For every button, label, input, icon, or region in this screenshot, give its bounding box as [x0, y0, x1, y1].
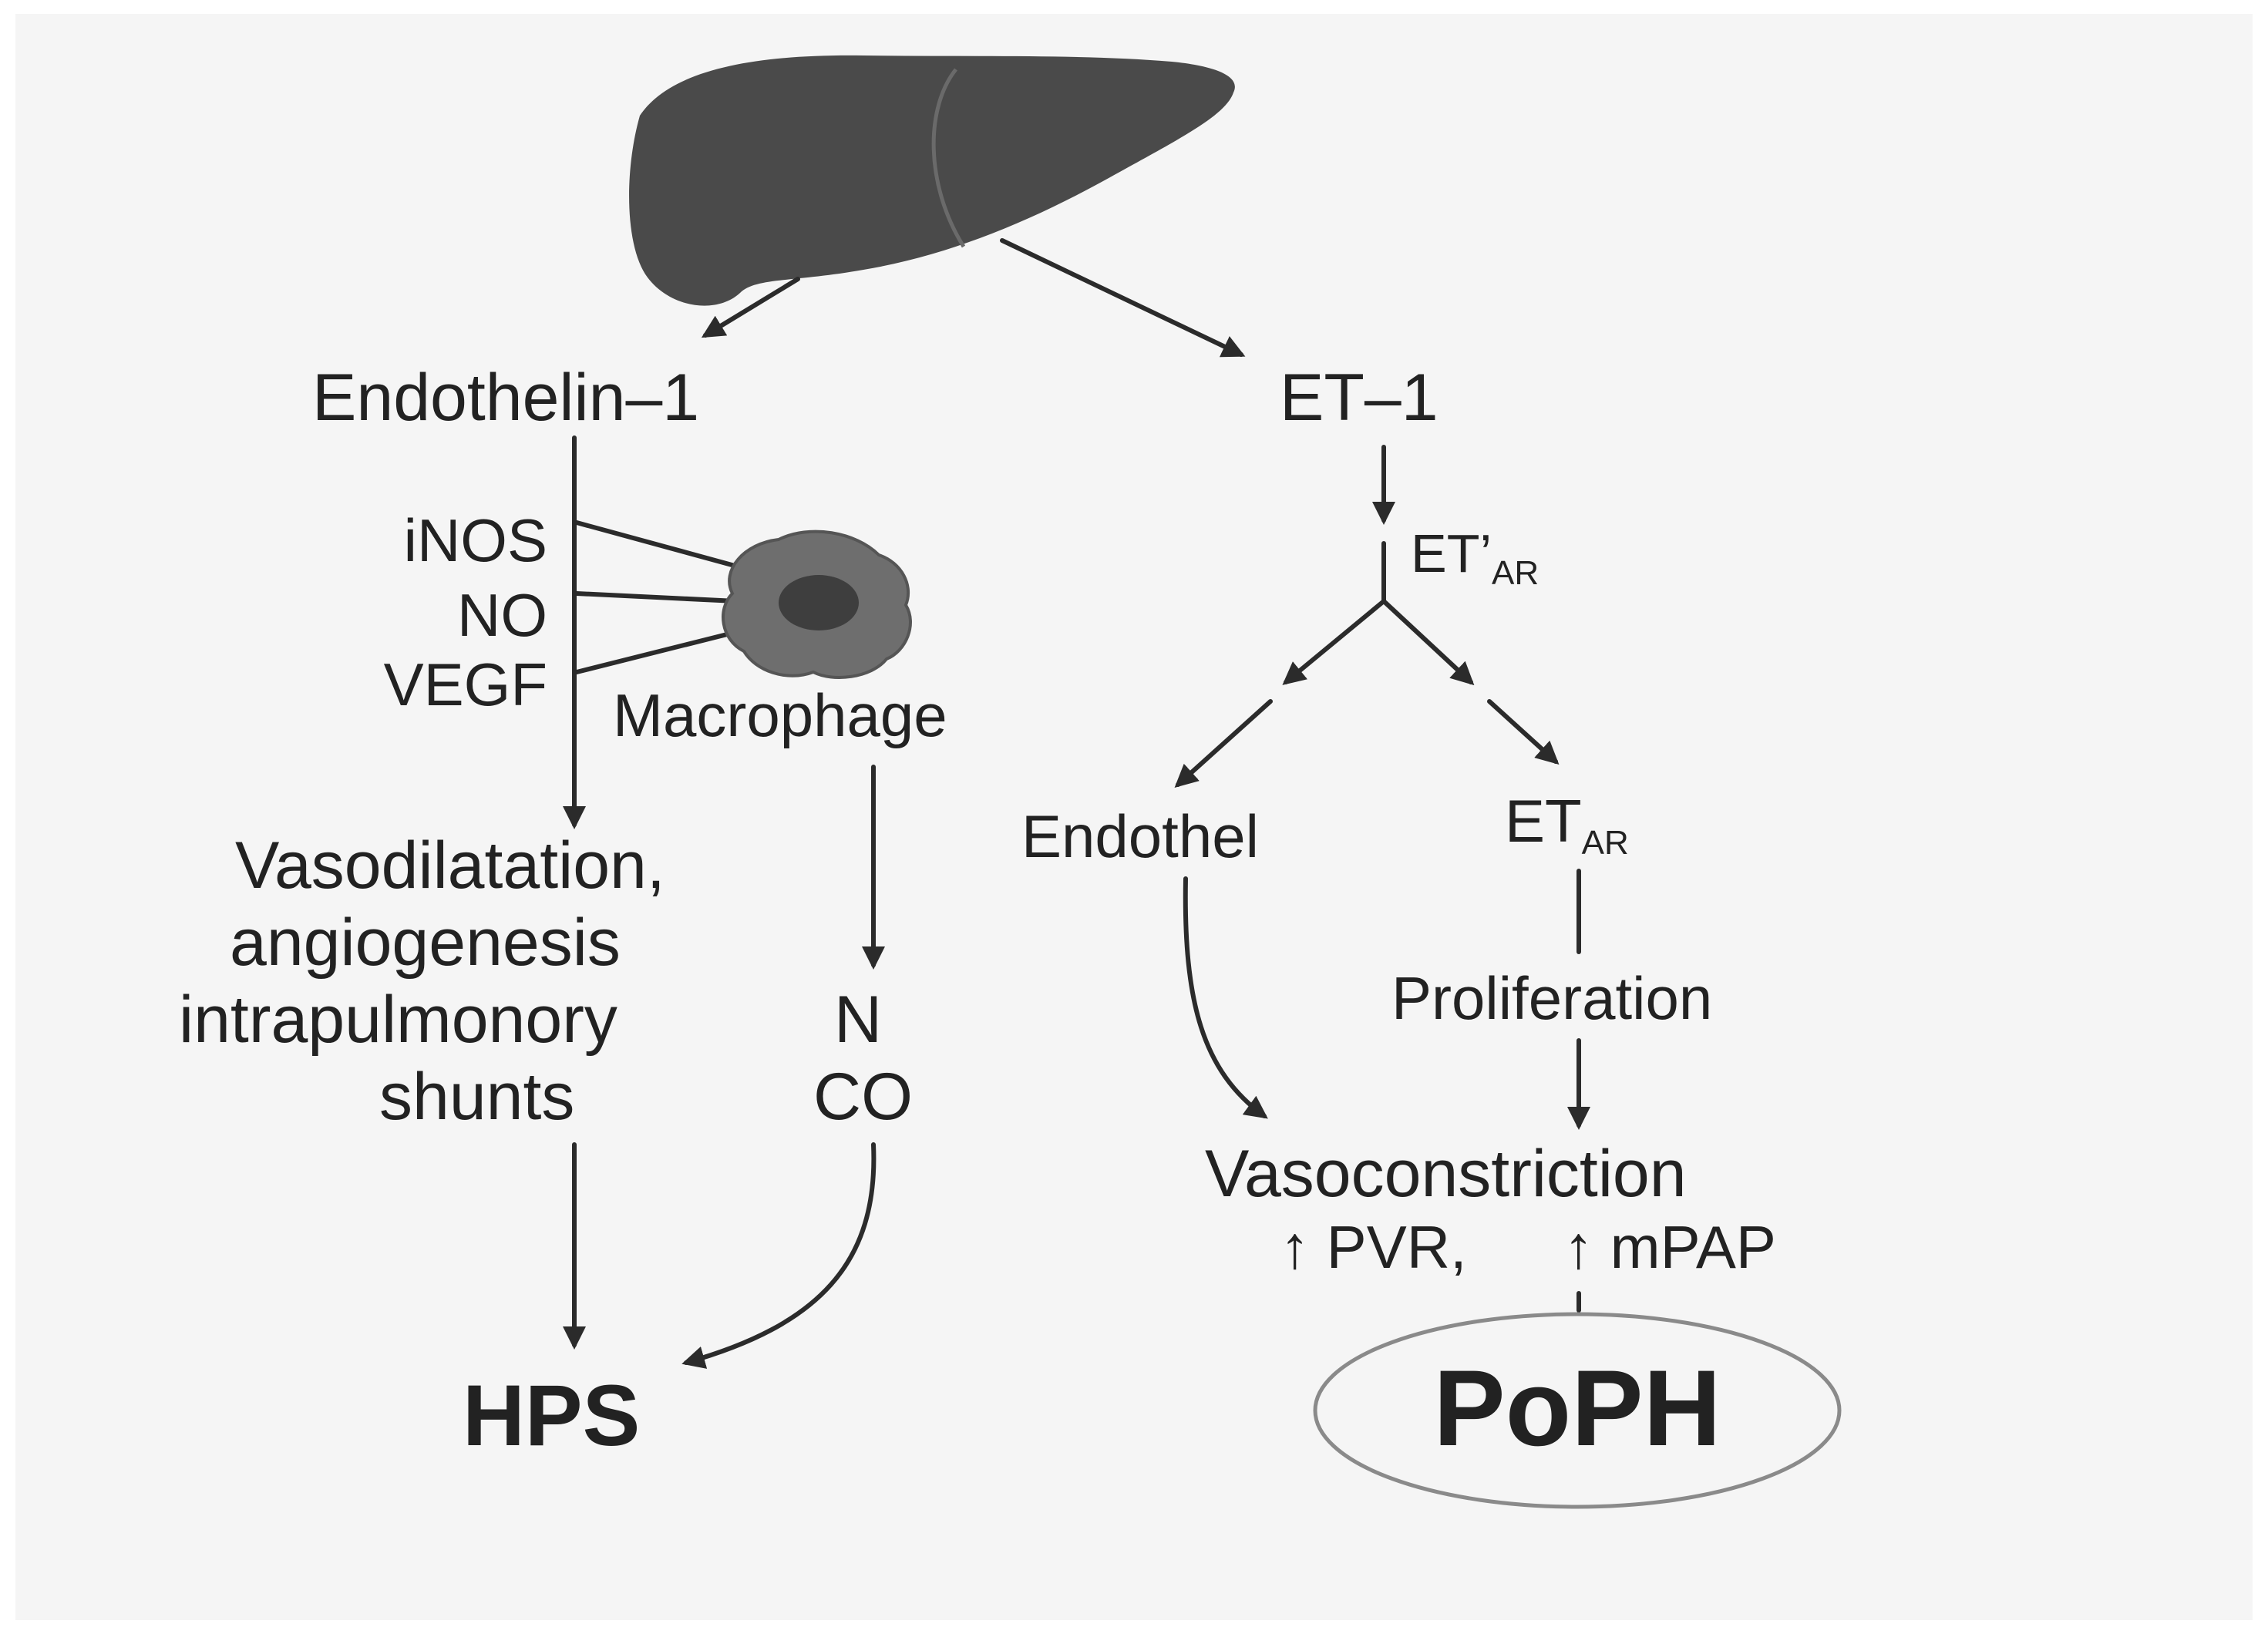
receptor-arrow [1487, 699, 1560, 765]
proliferation-label: Proliferation [1391, 964, 1712, 1032]
liver-lobe-line [931, 68, 966, 248]
endothel-arrow [1174, 699, 1273, 788]
connector-vegf [574, 626, 754, 674]
endothel-to-vasoconstriction-arrow [1183, 876, 1268, 1119]
co-to-hps-arrow [681, 1142, 877, 1369]
connector-inos [574, 520, 754, 573]
receptor-base: ET [1505, 787, 1582, 855]
mediator-inos: iNOS [404, 506, 547, 574]
macrophage-nucleus [779, 575, 859, 630]
effect-line-1: Vasodilatation, [235, 829, 665, 903]
poph-label: PoPH [1433, 1347, 1721, 1468]
endothelin-label: Endothelin–1 [312, 361, 699, 435]
hps-label: HPS [463, 1367, 640, 1464]
arrow-liver-to-endothelin [701, 277, 800, 338]
receptor-prime-sub: AR [1492, 554, 1539, 592]
pvr-marker: ↑ PVR, [1280, 1213, 1467, 1281]
product-n: N [834, 983, 882, 1057]
receptor-prime-base: ET’ [1411, 523, 1492, 583]
popf-ellipse [1313, 1312, 1842, 1509]
receptor-label: ETAR [1505, 787, 1629, 862]
macrophage-icon [722, 530, 912, 679]
liver-icon [629, 55, 1235, 306]
endothel-label: Endothel [1021, 802, 1259, 870]
effect-line-2: angiogenesis [230, 906, 621, 980]
background-panel [15, 14, 2253, 1620]
arrow-liver-to-et1 [1000, 238, 1246, 358]
product-co: CO [813, 1060, 913, 1134]
effect-line-3: intrapulmonory [179, 983, 617, 1057]
connector-no [574, 591, 739, 604]
macrophage-label: Macrophage [613, 681, 947, 749]
fork-arrow-right [1381, 599, 1475, 686]
et1-label: ET–1 [1280, 361, 1439, 435]
fork-arrow-left [1282, 599, 1386, 685]
receptor-sub: AR [1582, 824, 1629, 862]
mediator-no: NO [457, 581, 547, 649]
mpap-marker: ↑ mPAP [1563, 1213, 1776, 1281]
mediator-vegf: VEGF [384, 651, 547, 718]
receptor-prime-label: ET’AR [1411, 523, 1539, 592]
effect-line-4: shunts [379, 1060, 574, 1134]
vasoconstriction-label: Vasoconstriction [1205, 1137, 1687, 1211]
liver-shape [629, 55, 1235, 306]
